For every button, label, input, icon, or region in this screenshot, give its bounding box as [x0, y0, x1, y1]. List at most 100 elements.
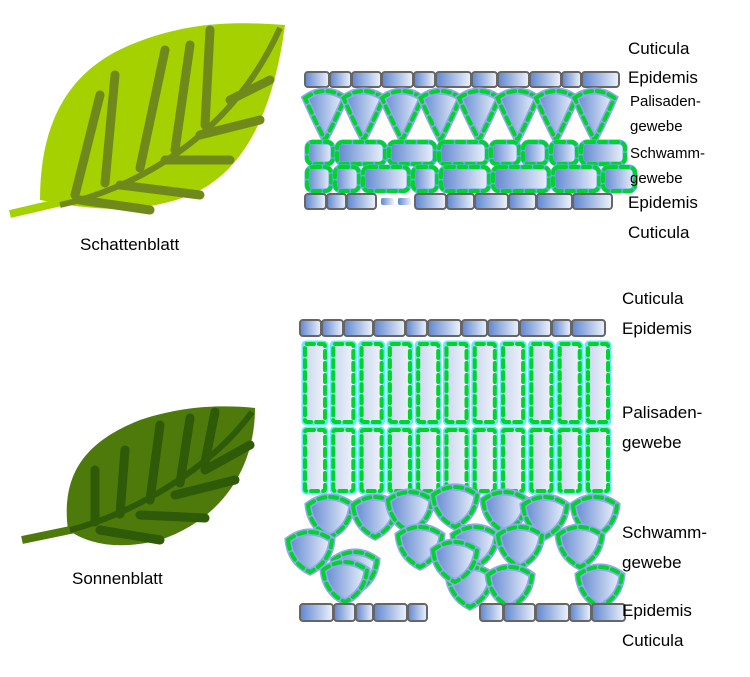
epidermis-cell: [427, 319, 462, 337]
chloroplasts: [361, 165, 411, 193]
cell-body: [584, 340, 612, 426]
cell-body: [443, 340, 470, 426]
shade-spongy-cell: [550, 164, 602, 194]
chloroplasts: [521, 140, 549, 166]
chloroplasts: [430, 485, 480, 530]
chloroplasts: [485, 565, 535, 610]
chloroplasts: [341, 89, 386, 145]
shade-label: Cuticula: [628, 223, 690, 242]
sun-spongy-cell: [484, 563, 536, 611]
leaf-vein: [115, 180, 205, 200]
leaf-vein: [95, 525, 165, 545]
epidermis-cell: [551, 319, 572, 337]
shade-label: Schwamm-: [630, 145, 705, 162]
shade-spongy-cell: [600, 164, 638, 194]
epidermis-cell: [571, 319, 606, 337]
epidermis-cell: [474, 193, 509, 210]
sun-label: Epidemis: [622, 601, 692, 620]
chloroplasts: [557, 428, 582, 493]
shade-spongy-cell: [490, 164, 552, 194]
sun-label: Cuticula: [622, 631, 684, 650]
cell-body: [548, 139, 580, 167]
sun-palisade-cell: [301, 426, 329, 495]
chloroplasts: [320, 560, 370, 605]
chloroplasts: [333, 165, 361, 193]
chloroplasts: [575, 565, 625, 610]
leaf-vein: [200, 407, 220, 467]
chloroplasts: [456, 89, 502, 145]
epidermis-cell: [381, 71, 414, 88]
sun-spongy-cell: [479, 488, 531, 536]
cell-body: [471, 340, 499, 426]
epidermis-cell: [446, 193, 475, 210]
chloroplasts: [495, 89, 540, 145]
sun-spongy-cell: [494, 523, 546, 571]
shade-label: Epidemis: [628, 68, 698, 87]
shade-palisade-cell: [531, 87, 581, 148]
epidermis-cell: [321, 319, 344, 337]
cell-body: [414, 340, 442, 426]
epidermis-cell: [503, 603, 536, 622]
sun-palisade-cell: [499, 426, 527, 495]
cell-body: [301, 340, 329, 426]
epidermis-cell: [591, 603, 626, 622]
sun-leaf-caption: Sonnenblatt: [72, 569, 163, 588]
chloroplasts: [331, 428, 356, 493]
sun-spongy-cell: [304, 493, 356, 541]
cell-body: [578, 139, 628, 167]
leaf-midrib: [69, 410, 255, 533]
epidermis-cell: [304, 71, 330, 88]
shade-palisade-cell: [416, 87, 465, 148]
epidermis-cell: [373, 319, 406, 337]
epidermis-cell: [407, 603, 428, 622]
chloroplasts: [302, 89, 348, 145]
sun-palisade-cell: [584, 426, 612, 495]
cell-body: [304, 139, 336, 167]
shade-palisade-cell: [493, 87, 542, 148]
leaf-vein: [175, 413, 195, 488]
shade-spongy-cell: [438, 164, 492, 194]
chloroplasts: [529, 342, 554, 424]
sun-palisade-cell: [556, 426, 584, 495]
cell-body: [499, 340, 527, 426]
leaf-vein: [170, 40, 195, 155]
shade-upper-epidermis: [304, 71, 620, 88]
epidermis-cell: [461, 319, 488, 337]
shade-spongy-cell: [548, 139, 580, 167]
chloroplasts: [305, 140, 335, 166]
sun-spongy-cell: [429, 483, 481, 531]
epidermis-cell: [487, 319, 520, 337]
chloroplasts: [533, 89, 579, 145]
epidermis-cell: [329, 71, 352, 88]
epidermis-cell: [479, 603, 504, 622]
chloroplasts: [586, 428, 610, 493]
sun-palisade-cell: [499, 340, 527, 426]
chloroplasts: [331, 342, 356, 424]
chloroplasts: [359, 342, 384, 424]
sun-palisade-cell: [386, 426, 414, 495]
epidermis-cell: [508, 193, 537, 210]
shade-spongy-cell: [488, 139, 522, 167]
sun-palisade-cell: [443, 426, 470, 495]
sun-palisade-cell: [414, 340, 442, 426]
cell-body: [550, 164, 602, 194]
shade-leaf-caption: Schattenblatt: [80, 235, 180, 254]
chloroplasts: [418, 89, 463, 145]
chloroplasts: [472, 342, 497, 424]
sun-palisade-cell: [386, 340, 414, 426]
sun-label: Palisaden-: [622, 403, 702, 422]
epidermis-cell: [299, 603, 334, 622]
chloroplasts: [411, 165, 439, 193]
sun-leaf-illustration: [21, 406, 255, 546]
sun-upper-epidermis: [299, 319, 606, 337]
chloroplasts: [303, 342, 327, 424]
cell-body: [410, 164, 440, 194]
leaf-vein: [145, 420, 165, 505]
epidermis-cell: [351, 71, 382, 88]
chloroplasts: [555, 525, 605, 570]
sun-palisade-cell: [527, 340, 555, 426]
chloroplasts: [305, 495, 355, 540]
cell-body: [332, 164, 362, 194]
